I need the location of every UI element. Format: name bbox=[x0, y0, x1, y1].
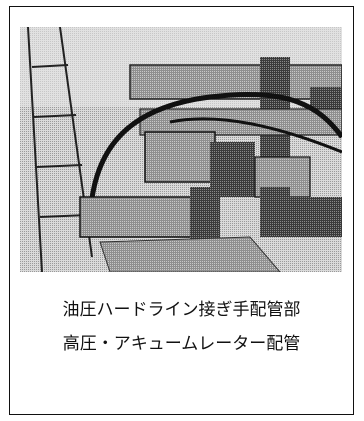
caption-line-2: 高圧・アキュームレーター配管 bbox=[62, 334, 301, 354]
equipment-photo bbox=[20, 27, 342, 272]
caption-line-1: 油圧ハードライン接ぎ手配管部 bbox=[62, 300, 301, 320]
